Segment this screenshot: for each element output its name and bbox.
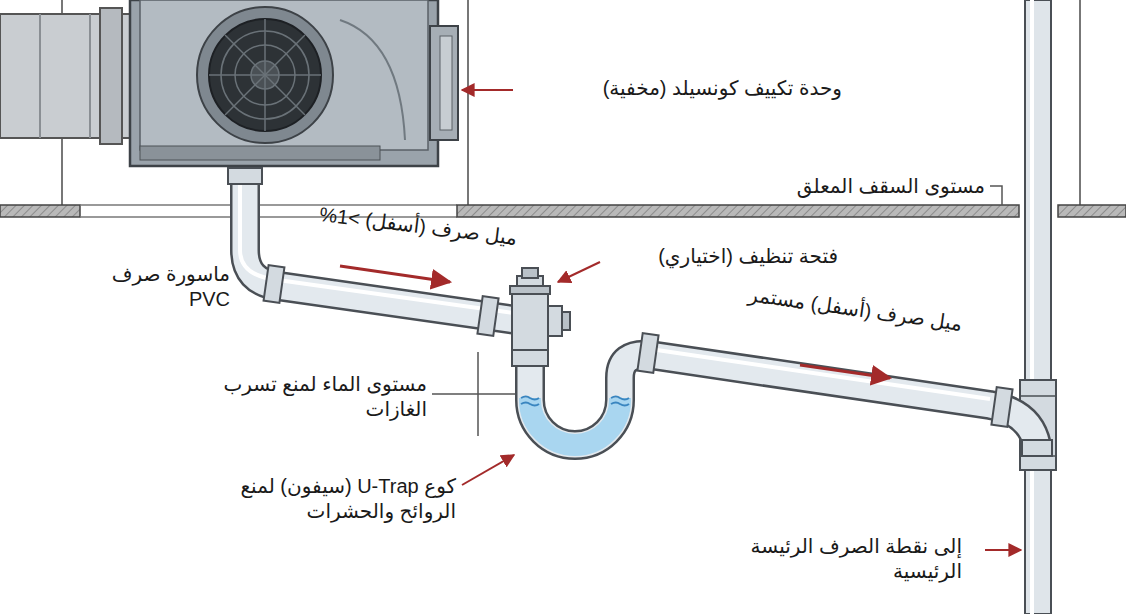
leader-lines (432, 186, 1002, 436)
flow-arrows (340, 266, 890, 378)
pvc-drain-pipe (240, 168, 1037, 445)
water-level-label: مستوى الماء لمنع تسرب الغازات (205, 372, 427, 422)
pipe-fittings (228, 168, 1052, 456)
slope-label: ميل صرف (أسفل) مستمر (701, 276, 964, 337)
air-duct (0, 8, 132, 144)
outlet-label: إلى نقطة الصرف الرئيسة الرئيسية (700, 534, 962, 584)
main-drain-stack (1020, 0, 1056, 614)
trap-label: كوع U-Trap (سيفون) لمنع الروائح والحشرات (196, 474, 456, 524)
slope-label: ميل صرف (أسفل) >1% (285, 198, 518, 251)
pipe-label: ماسورة صرف PVC (70, 262, 230, 312)
unit-label: وحدة تكييف كونسيلد (مخفية) (522, 76, 842, 101)
ac-unit (130, 0, 458, 166)
suspended-ceiling (0, 205, 1126, 217)
ceiling-label: مستوى السقف المعلق (740, 174, 985, 199)
hanger-rods (62, 0, 1080, 205)
water-surface (521, 397, 629, 406)
leader-arrows (462, 90, 1021, 550)
cleanout-label: فتحة تنظيف (اختياري) (606, 244, 838, 269)
